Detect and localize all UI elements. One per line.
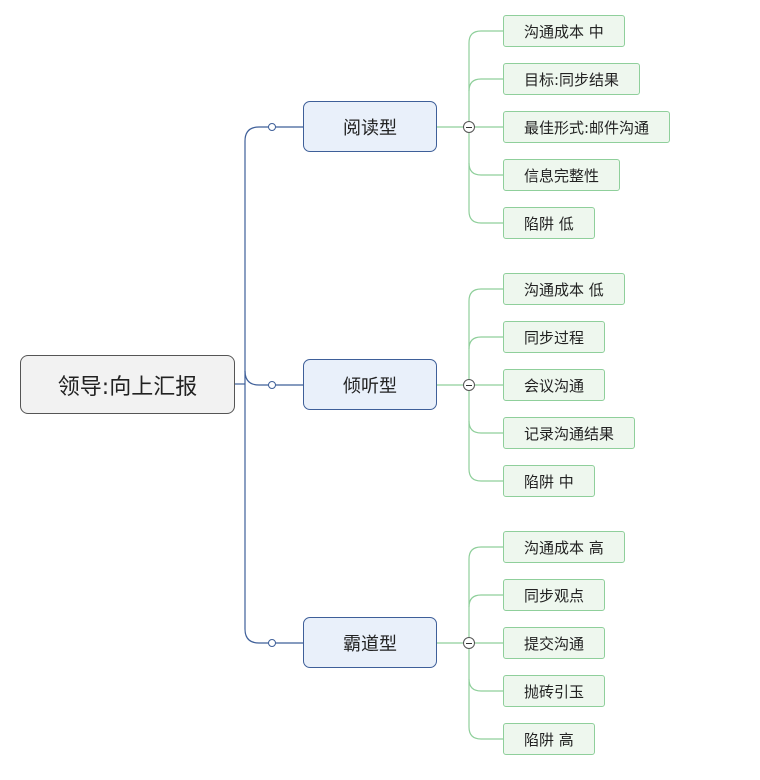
leaf-topic[interactable]: 沟通成本 高 [503,531,625,563]
leaf-topic[interactable]: 陷阱 高 [503,723,595,755]
branch-connector [244,628,303,644]
root-topic-label: 领导:向上汇报 [57,374,198,400]
root-topic[interactable]: 领导:向上汇报 [20,355,235,414]
leaf-topic-label: 同步观点 [524,586,585,605]
leaf-connector [468,420,503,434]
leaf-topic[interactable]: 会议沟通 [503,369,606,401]
collapse-toggle-icon[interactable] [463,121,475,133]
leaf-topic[interactable]: 沟通成本 中 [503,15,625,47]
leaf-topic-label: 陷阱 中 [524,472,574,491]
leaf-topic-label: 信息完整性 [524,166,600,185]
leaf-topic-label: 抛砖引玉 [524,682,585,701]
leaf-topic[interactable]: 抛砖引玉 [503,675,606,707]
leaf-connector [468,726,503,740]
collapse-toggle-icon[interactable] [463,637,475,649]
branch-connector [244,370,303,386]
leaf-topic[interactable]: 陷阱 中 [503,465,595,497]
collapse-toggle-icon[interactable] [463,379,475,391]
leaf-topic-label: 记录沟通结果 [524,424,615,443]
leaf-topic[interactable]: 信息完整性 [503,159,621,191]
branch-topic-label: 霸道型 [343,633,397,655]
leaf-connector [468,210,503,224]
leaf-topic-label: 沟通成本 高 [524,538,604,557]
leaf-topic-label: 会议沟通 [524,376,585,395]
leaf-topic-label: 提交沟通 [524,634,585,653]
leaf-connector [468,678,503,692]
branch-topic-label: 阅读型 [343,117,397,139]
leaf-topic-label: 陷阱 高 [524,730,574,749]
leaf-topic-label: 沟通成本 中 [524,22,604,41]
leaf-connector [468,336,503,350]
leaf-connector [468,78,503,92]
leaf-topic[interactable]: 同步过程 [503,321,606,353]
branch-topic-listening[interactable]: 倾听型 [303,359,437,410]
leaf-topic[interactable]: 最佳形式:邮件沟通 [503,111,671,143]
leaf-connector [468,288,503,302]
leaf-topic[interactable]: 沟通成本 低 [503,273,625,305]
leaf-topic[interactable]: 陷阱 低 [503,207,595,239]
leaf-connector [468,30,503,44]
branch-connector [244,126,303,142]
leaf-topic[interactable]: 提交沟通 [503,627,606,659]
leaf-topic[interactable]: 目标:同步结果 [503,63,641,95]
branch-handle-icon[interactable] [268,381,276,389]
branch-topic-reading[interactable]: 阅读型 [303,101,437,152]
branch-handle-icon[interactable] [268,639,276,647]
leaf-connector [468,468,503,482]
leaf-topic-label: 陷阱 低 [524,214,574,233]
leaf-topic-label: 同步过程 [524,328,585,347]
leaf-connector [468,546,503,560]
leaf-connector [468,162,503,176]
branch-topic-label: 倾听型 [343,375,397,397]
branch-handle-icon[interactable] [268,123,276,131]
branch-topic-dominant[interactable]: 霸道型 [303,617,437,668]
leaf-topic-label: 最佳形式:邮件沟通 [524,118,650,137]
leaf-topic[interactable]: 同步观点 [503,579,606,611]
leaf-topic-label: 沟通成本 低 [524,280,604,299]
leaf-topic[interactable]: 记录沟通结果 [503,417,636,449]
leaf-topic-label: 目标:同步结果 [524,70,620,89]
leaf-connector [468,594,503,608]
